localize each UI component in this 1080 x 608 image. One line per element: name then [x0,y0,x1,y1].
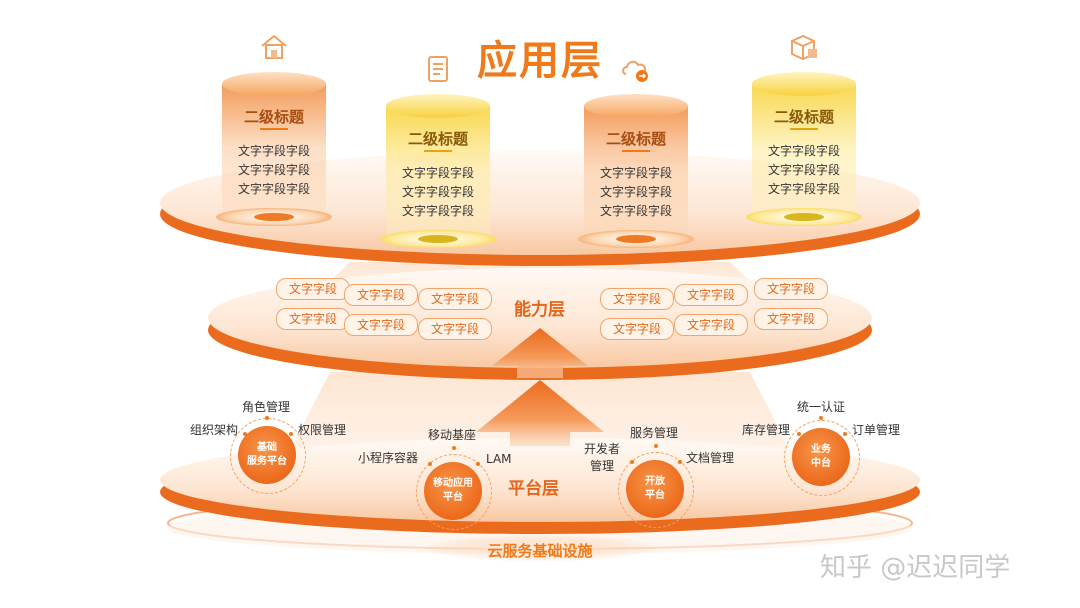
node-label: 权限管理 [298,423,347,437]
application-platter [160,151,920,255]
capability-tag: 文字字段 [344,314,418,336]
platform-node-open: 开放 平台 [626,460,684,518]
capability-tag: 文字字段 [674,314,748,336]
node-label: LAM [486,452,512,466]
column-heading: 二级标题 [605,130,666,148]
infrastructure-label: 云服务基础设施 [487,542,593,560]
capability-tag: 文字字段 [600,318,674,340]
up-arrow-upper [492,328,588,378]
column-text: 文字字段字段 [401,204,474,218]
platform-layer-label: 平台层 [508,479,559,499]
column-text: 文字字段字段 [599,185,672,199]
node-label: 组织架构 [190,423,239,437]
column-text: 文字字段字段 [237,163,310,177]
column-text: 文字字段字段 [767,163,840,177]
platform-platter [160,438,920,522]
column-text: 文字字段字段 [237,144,310,158]
capability-tag: 文字字段 [600,288,674,310]
node-label: 角色管理 [242,400,291,414]
capability-tag: 文字字段 [754,278,828,300]
capability-tag: 文字字段 [276,278,350,300]
package-icon [791,34,817,61]
column-text: 文字字段字段 [599,166,672,180]
node-label: 小程序容器 [358,451,419,465]
column-heading: 二级标题 [773,108,834,126]
column-text: 文字字段字段 [599,204,672,218]
house-icon [261,34,287,59]
capability-layer-label: 能力层 [514,300,565,320]
capability-tag: 文字字段 [276,308,350,330]
capability-tag: 文字字段 [344,284,418,306]
node-label: 文档管理 [686,451,735,465]
column-text: 文字字段字段 [237,182,310,196]
node-label: 移动基座 [428,428,477,442]
column-text: 文字字段字段 [401,185,474,199]
column-text: 文字字段字段 [401,166,474,180]
capability-tag: 文字字段 [418,288,492,310]
up-arrow-lower [476,380,604,446]
column-heading: 二级标题 [407,130,468,148]
node-label: 服务管理 [630,426,679,440]
capability-tag: 文字字段 [674,284,748,306]
node-label: 开发者 管理 [584,442,621,473]
cloud-sync-icon [622,60,648,82]
node-label: 统一认证 [797,400,846,414]
column-text: 文字字段字段 [767,144,840,158]
platform-node-business: 业务 中台 [792,428,850,486]
document-icon [428,56,448,82]
column-heading: 二级标题 [243,108,304,126]
capability-tag: 文字字段 [418,318,492,340]
node-label: 订单管理 [852,423,901,437]
platform-node-mobile-app: 移动应用 平台 [424,462,482,520]
watermark: 知乎 @迟迟同学 [820,553,1011,583]
capability-tag: 文字字段 [754,308,828,330]
platform-node-basic-service: 基础 服务平台 [238,426,296,484]
node-label: 库存管理 [742,423,791,437]
page-title: 应用层 [477,38,603,84]
column-text: 文字字段字段 [767,182,840,196]
